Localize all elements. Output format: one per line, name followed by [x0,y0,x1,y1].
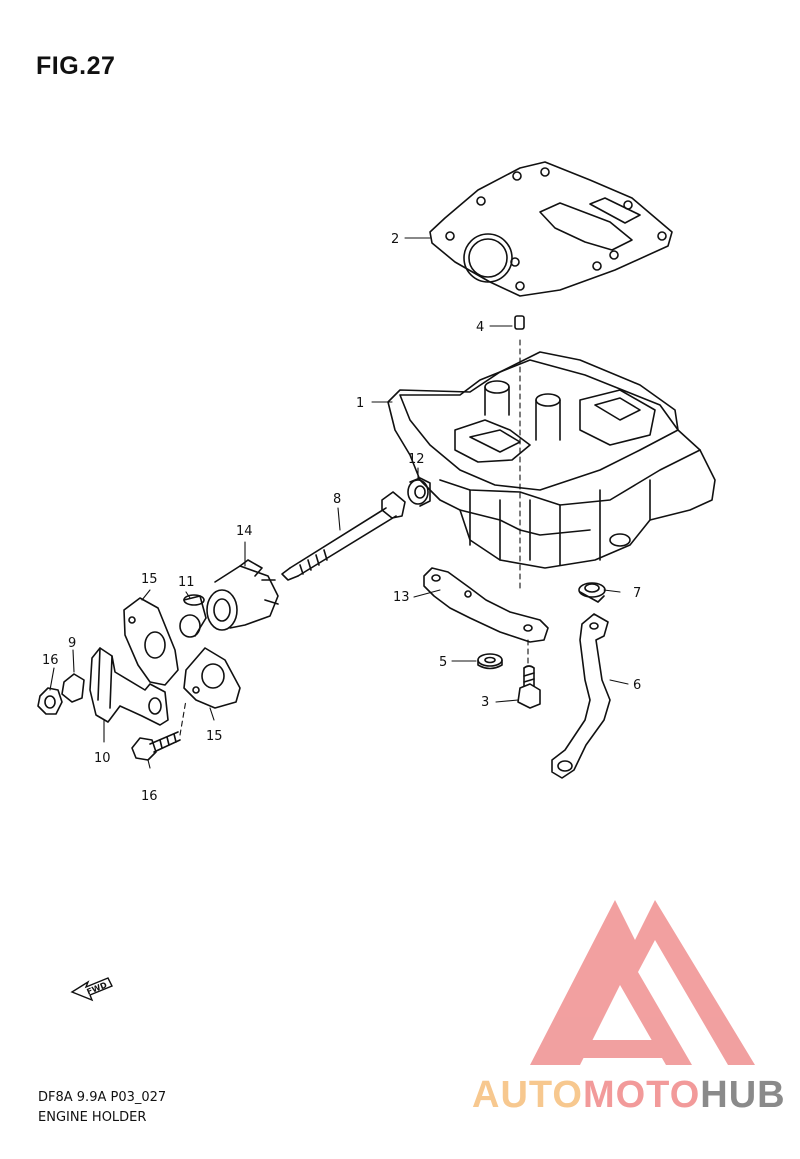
watermark-auto: AUTO [472,1074,583,1115]
callout-7: 7 [633,586,641,601]
watermark-logo: AUTOMOTOHUB [472,900,786,1115]
gasket-part-2 [429,161,673,297]
callout-3: 3 [481,695,489,710]
callout-12: 12 [408,452,425,467]
washer-part-12 [407,477,431,507]
shim-part-9 [61,673,85,703]
callout-8: 8 [333,492,341,507]
svg-text:AUTOMOTOHUB: AUTOMOTOHUB [472,1074,786,1115]
plate-part-15-lower [183,647,241,709]
figure-title: FIG.27 [36,52,116,80]
callout-1: 1 [356,396,364,411]
rod-part-6 [551,613,611,779]
bolt-part-16 [131,731,181,761]
leader-lines [49,237,629,769]
callout-13: 13 [393,590,410,605]
callout-11: 11 [178,575,195,590]
callout-6: 6 [633,678,641,693]
callout-5: 5 [439,655,447,670]
bolt-part-3 [517,665,541,709]
callout-10: 10 [94,751,111,766]
callout-15-lower: 15 [206,729,223,744]
watermark-moto: MOTO [583,1074,700,1115]
callout-16: 16 [141,789,158,804]
callout-15-upper: 15 [141,572,158,587]
model-code: DF8A 9.9A P03_027 [38,1090,167,1105]
callout-9: 9 [68,636,76,651]
fwd-label: FWD [85,980,108,996]
callout-4: 4 [476,320,484,335]
mount-rubber-part-14 [206,559,279,631]
collar-part-11 [179,594,207,638]
bracket-part-13 [423,567,549,643]
callout-14: 14 [236,524,253,539]
section-name: ENGINE HOLDER [38,1110,147,1125]
callout-17: 16 [42,653,59,668]
dowel-pin-part-4 [514,315,525,330]
plate-part-15-upper [123,597,179,686]
bolt-part-8 [281,491,406,581]
washer-part-5 [477,653,503,670]
fwd-arrow-icon: FWD [70,977,113,1002]
clamp-part-7 [578,582,606,603]
triangle-logo-icon [530,900,755,1065]
bracket-part-10 [89,647,169,726]
engine-holder-part-1 [387,351,716,569]
watermark-hub: HUB [700,1074,785,1115]
nut-part-17 [37,687,63,715]
callout-2: 2 [391,232,399,247]
